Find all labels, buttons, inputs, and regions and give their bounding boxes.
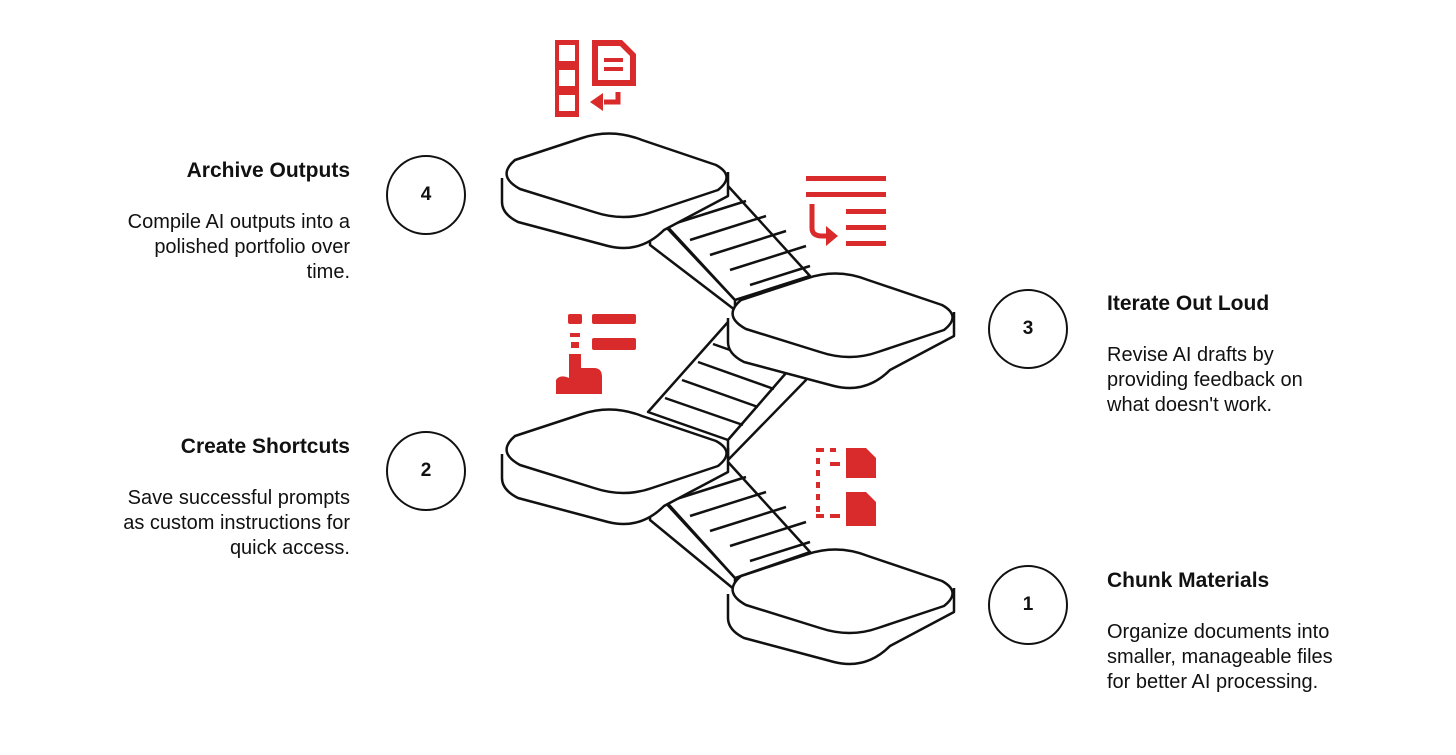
step-title: Iterate Out Loud <box>1107 292 1270 315</box>
step-description: Organize documents into smaller, managea… <box>1107 621 1333 693</box>
step-description: Compile AI outputs into a polished portf… <box>127 211 350 283</box>
step-number-1: 1 <box>988 565 1068 645</box>
step-number-4: 4 <box>386 155 466 235</box>
step-title: Chunk Materials <box>1107 569 1270 592</box>
step-1-text: Chunk Materials Organize documents into … <box>1107 568 1347 695</box>
step-number-label: 2 <box>420 460 432 481</box>
step-description: Save successful prompts as custom instru… <box>123 487 350 559</box>
step-3-text: Iterate Out Loud Revise AI drafts by pro… <box>1107 291 1347 418</box>
text-revision-icon <box>806 176 886 246</box>
platform-2 <box>500 408 730 526</box>
step-title: Archive Outputs <box>186 159 350 182</box>
tap-list-icon <box>556 314 636 394</box>
platform-1 <box>726 548 956 666</box>
step-number-2: 2 <box>386 431 466 511</box>
step-title: Create Shortcuts <box>180 435 350 458</box>
step-number-label: 4 <box>420 184 432 205</box>
platform-3 <box>726 272 956 390</box>
step-number-label: 3 <box>1022 318 1034 339</box>
step-number-3: 3 <box>988 289 1068 369</box>
archive-document-icon <box>555 40 636 117</box>
split-documents-icon <box>816 448 876 526</box>
step-description: Revise AI drafts by providing feedback o… <box>1107 344 1303 416</box>
step-2-text: Create Shortcuts Save successful prompts… <box>110 434 350 561</box>
step-4-text: Archive Outputs Compile AI outputs into … <box>110 158 350 285</box>
step-number-label: 1 <box>1022 594 1034 615</box>
platform-4 <box>500 132 730 250</box>
